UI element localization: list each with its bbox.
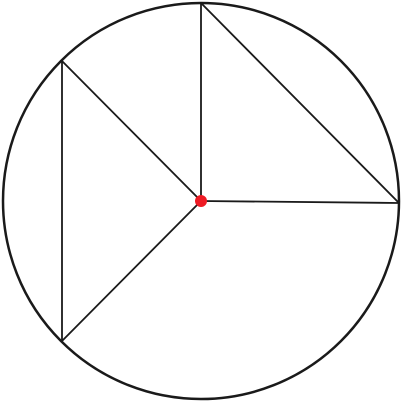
chord-top-right	[200, 2, 400, 204]
radius-to-right	[200, 200, 400, 204]
center-point	[195, 195, 207, 207]
radius-to-lower-left	[61, 200, 202, 342]
radius-to-upper-left	[61, 60, 202, 202]
